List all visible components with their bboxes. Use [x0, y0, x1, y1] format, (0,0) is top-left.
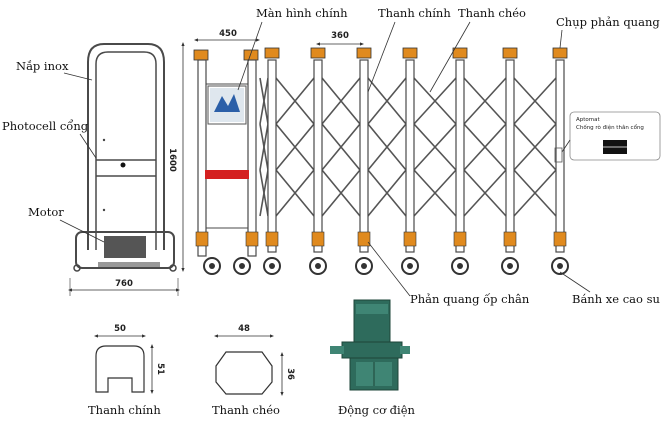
label-electric-motor: Động cơ điện: [338, 403, 415, 417]
foot-reflector: [265, 231, 279, 247]
rubber-wheel: [309, 257, 327, 275]
cross-bar: [463, 123, 507, 171]
electric-motor: Động cơ điện: [330, 299, 415, 417]
main-bar: [359, 59, 369, 253]
wheel-hub: [269, 263, 275, 269]
wheel-hub: [457, 263, 463, 269]
cross-bar: [513, 77, 557, 125]
gate-lattice: [259, 47, 569, 275]
dim-50-text: 50: [114, 324, 126, 334]
main-bar: [405, 59, 415, 253]
label-foot-reflector: Phản quang ốp chân: [410, 292, 530, 306]
cross-bar: [321, 77, 361, 125]
rubber-wheel: [263, 257, 281, 275]
motor-box: [73, 43, 177, 272]
main-bar: [505, 59, 515, 253]
label-main-bar: Thanh chính: [378, 6, 451, 20]
foot-reflector: [357, 231, 371, 247]
photocell-icon: [120, 162, 126, 168]
dim-51-text: 51: [155, 363, 165, 375]
foot-reflector: [311, 231, 325, 247]
reflector-cap: [402, 47, 418, 59]
cross-bar: [259, 123, 269, 171]
foot-reflector: [553, 231, 567, 247]
main-bar: [555, 59, 565, 253]
rubber-wheel: [501, 257, 519, 275]
wheel-hub: [361, 263, 367, 269]
dimension-450: 450: [194, 29, 260, 42]
dimension-360: 360: [316, 31, 364, 46]
label-cross-bar-section: Thanh chéo: [212, 403, 280, 417]
reflector-cap: [264, 47, 280, 59]
cross-bar: [259, 77, 269, 125]
cross-bar: [413, 123, 457, 171]
cross-bar: [275, 77, 315, 125]
label-rubber-wheel: Bánh xe cao su: [572, 292, 660, 306]
dim-1600-text: 1600: [167, 148, 177, 172]
cross-bar: [321, 123, 361, 171]
cross-bar: [367, 77, 407, 125]
cross-bar: [321, 169, 361, 217]
label-top-cover: Nắp inox: [16, 59, 69, 73]
cross-bar: [413, 169, 457, 217]
label-cross-bar: Thanh chéo: [458, 6, 526, 20]
aptomat-note: Chống rò điện thân cổng: [576, 124, 644, 131]
wheel-hub: [507, 263, 513, 269]
reflector-cap: [502, 47, 518, 59]
cross-bar-section: 48 36 Thanh chéo: [212, 324, 295, 417]
dim-48-text: 48: [238, 324, 250, 334]
reflector-cap: [310, 47, 326, 59]
cross-bar: [275, 169, 315, 217]
aptomat-title: Aptomat: [576, 117, 601, 123]
dim-36-text: 36: [285, 368, 295, 380]
dimension-760: 760: [68, 278, 180, 296]
cross-bar: [463, 77, 507, 125]
rubber-wheel: [401, 257, 419, 275]
dim-450-text: 450: [219, 29, 237, 39]
dim-360-text: 360: [331, 31, 349, 41]
wheel-hub: [557, 263, 563, 269]
cross-bar: [367, 169, 407, 217]
label-photocell: Photocell cổng: [2, 119, 89, 133]
gate-head: [193, 49, 259, 275]
foot-reflector: [403, 231, 417, 247]
red-strip: [205, 170, 249, 179]
foot-reflector: [453, 231, 467, 247]
label-reflector-cap: Chụp phản quang: [556, 15, 660, 29]
rubber-wheel: [355, 257, 373, 275]
main-bar: [313, 59, 323, 253]
reflector-cap: [452, 47, 468, 59]
rubber-wheel: [451, 257, 469, 275]
cross-bar: [367, 123, 407, 171]
dimension-1600: 1600: [167, 42, 185, 272]
cross-bar: [275, 123, 315, 171]
cross-bar: [413, 77, 457, 125]
motor-block: [104, 236, 146, 258]
cross-bar: [513, 123, 557, 171]
cross-bar: [259, 169, 269, 217]
dim-760-text: 760: [115, 279, 133, 289]
cross-bar: [463, 169, 507, 217]
label-main-bar-section: Thanh chính: [88, 403, 161, 417]
wheel-hub: [407, 263, 413, 269]
main-bar: [455, 59, 465, 253]
aptomat-callout: Aptomat Chống rò điện thân cổng: [554, 111, 661, 163]
label-main-screen: Màn hình chính: [256, 6, 348, 20]
main-bar-section: 50 51 Thanh chính: [88, 324, 165, 417]
reflector-cap: [356, 47, 372, 59]
label-motor: Motor: [28, 205, 64, 219]
rubber-wheel: [551, 257, 569, 275]
cross-bar: [513, 169, 557, 217]
wheel-hub: [315, 263, 321, 269]
main-bar: [267, 59, 277, 253]
reflector-cap: [552, 47, 568, 59]
foot-reflector: [503, 231, 517, 247]
